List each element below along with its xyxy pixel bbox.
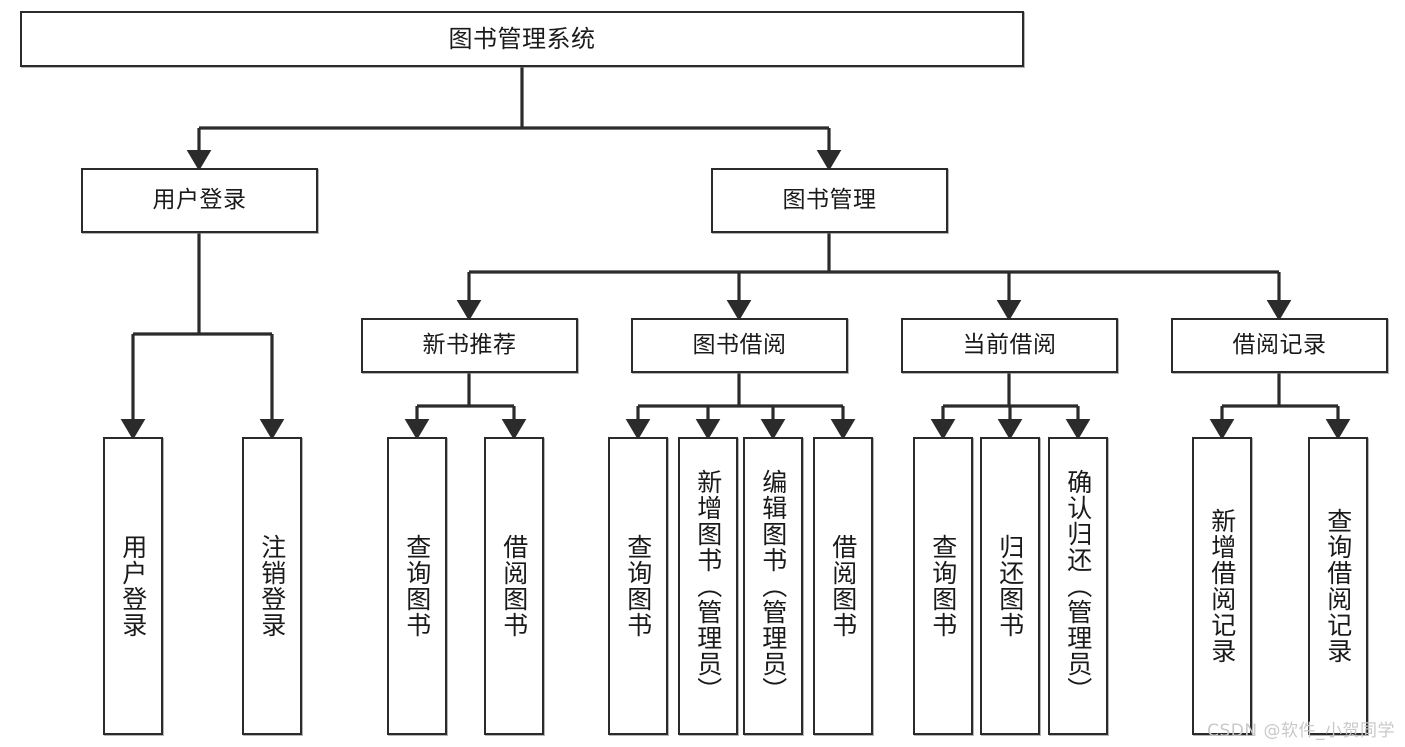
node-leaf-borrow-book-2[interactable]: 借阅图书 — [813, 437, 873, 735]
node-leaf-borrow-book-1-label: 借阅图书 — [499, 534, 529, 638]
node-leaf-borrow-book-1[interactable]: 借阅图书 — [484, 437, 544, 735]
node-leaf-confirm-return-label: 确认归还（管理员） — [1063, 469, 1093, 703]
node-root[interactable]: 图书管理系统 — [20, 11, 1024, 67]
node-book-borrow-label: 图书借阅 — [692, 331, 787, 358]
watermark: CSDN @软件_小贺同学 — [1207, 721, 1395, 741]
node-user-login-label: 用户登录 — [152, 186, 247, 213]
node-leaf-edit-book[interactable]: 编辑图书（管理员） — [743, 437, 803, 735]
node-leaf-add-record-label: 新增借阅记录 — [1207, 508, 1237, 664]
node-borrow-record-label: 借阅记录 — [1232, 331, 1327, 358]
node-leaf-borrow-book-2-label: 借阅图书 — [828, 534, 858, 638]
node-leaf-user-login-label: 用户登录 — [118, 534, 148, 638]
node-user-login[interactable]: 用户登录 — [81, 168, 318, 233]
node-book-borrow[interactable]: 图书借阅 — [631, 318, 848, 373]
node-leaf-user-login[interactable]: 用户登录 — [103, 437, 163, 735]
node-leaf-add-book[interactable]: 新增图书（管理员） — [678, 437, 738, 735]
node-book-manage-label: 图书管理 — [782, 186, 877, 213]
node-leaf-return-book-label: 归还图书 — [995, 534, 1025, 638]
node-leaf-query-book-1-label: 查询图书 — [402, 534, 432, 638]
node-leaf-edit-book-label: 编辑图书（管理员） — [758, 469, 788, 703]
node-leaf-query-record[interactable]: 查询借阅记录 — [1308, 437, 1368, 735]
node-current-borrow[interactable]: 当前借阅 — [901, 318, 1118, 373]
node-leaf-confirm-return[interactable]: 确认归还（管理员） — [1048, 437, 1108, 735]
node-root-label: 图书管理系统 — [448, 24, 596, 53]
node-leaf-query-record-label: 查询借阅记录 — [1323, 508, 1353, 664]
node-borrow-record[interactable]: 借阅记录 — [1171, 318, 1388, 373]
node-leaf-add-record[interactable]: 新增借阅记录 — [1192, 437, 1252, 735]
node-leaf-return-book[interactable]: 归还图书 — [980, 437, 1040, 735]
node-leaf-query-book-2-label: 查询图书 — [623, 534, 653, 638]
node-current-borrow-label: 当前借阅 — [962, 331, 1057, 358]
node-leaf-query-book-3[interactable]: 查询图书 — [913, 437, 973, 735]
node-new-book-recommend-label: 新书推荐 — [422, 331, 517, 358]
node-leaf-query-book-3-label: 查询图书 — [928, 534, 958, 638]
node-leaf-user-logout-label: 注销登录 — [257, 534, 287, 638]
node-leaf-add-book-label: 新增图书（管理员） — [693, 469, 723, 703]
node-book-manage[interactable]: 图书管理 — [711, 168, 948, 233]
node-leaf-user-logout[interactable]: 注销登录 — [242, 437, 302, 735]
node-leaf-query-book-2[interactable]: 查询图书 — [608, 437, 668, 735]
node-leaf-query-book-1[interactable]: 查询图书 — [387, 437, 447, 735]
node-new-book-recommend[interactable]: 新书推荐 — [361, 318, 578, 373]
